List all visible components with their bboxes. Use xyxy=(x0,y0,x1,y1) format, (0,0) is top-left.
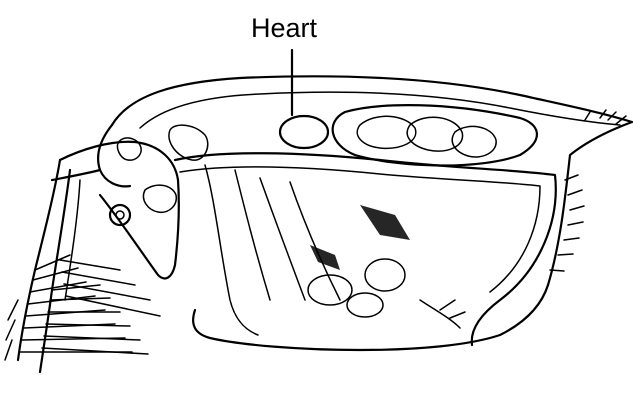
heart-label: Heart xyxy=(251,13,318,43)
gut-inner xyxy=(180,167,540,292)
postabdomen xyxy=(420,300,465,328)
gill-blob-3 xyxy=(347,293,383,317)
thorax-line-1 xyxy=(205,165,258,335)
egg-3 xyxy=(452,126,496,157)
antenna-setae xyxy=(5,255,160,360)
thorax-line-4 xyxy=(290,182,340,300)
thorax-line-3 xyxy=(260,178,305,300)
brain xyxy=(143,185,176,212)
heart xyxy=(280,116,328,148)
gill-blob-2 xyxy=(365,259,405,291)
eye-pupil xyxy=(116,211,124,219)
head-outline xyxy=(52,125,130,186)
leg-shading xyxy=(360,205,410,240)
antenna-main xyxy=(18,160,60,360)
carapace-inner-line xyxy=(140,92,620,128)
leg-shading-2 xyxy=(310,245,340,270)
brood-chamber xyxy=(333,105,537,165)
